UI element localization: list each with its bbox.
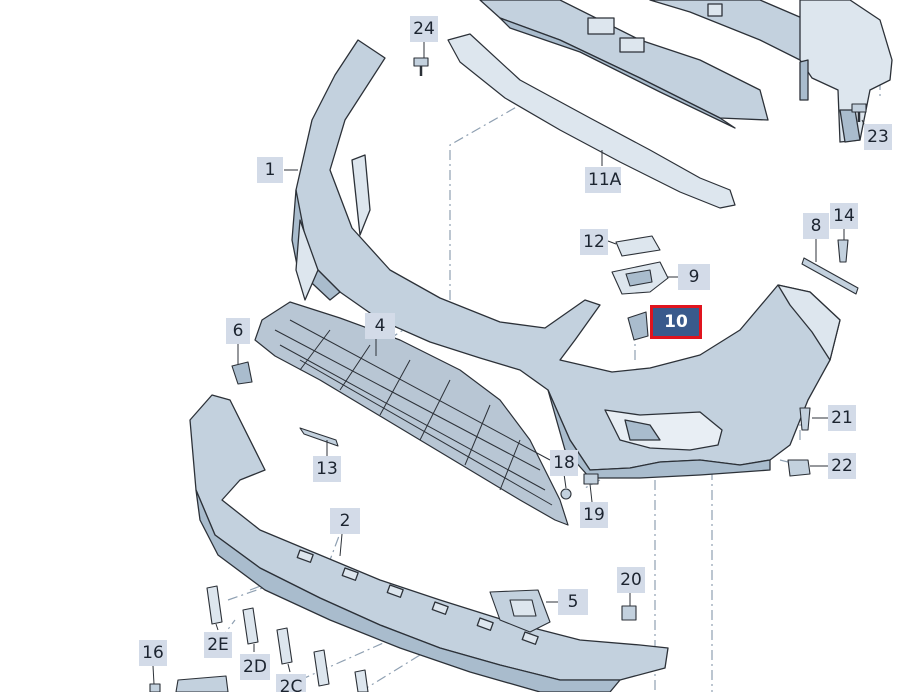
callout-9[interactable]: 9 (678, 264, 710, 290)
lower-spoiler-2 (189, 394, 669, 692)
callout-21[interactable]: 21 (828, 405, 856, 431)
callout-18[interactable]: 18 (550, 450, 578, 476)
callout-19[interactable]: 19 (580, 502, 608, 528)
callout-13[interactable]: 13 (313, 456, 341, 482)
callout-1[interactable]: 1 (257, 157, 283, 183)
callout-5[interactable]: 5 (558, 589, 588, 615)
callout-16[interactable]: 16 (139, 640, 167, 666)
callout-24[interactable]: 24 (410, 16, 438, 42)
bumper-cover-1 (291, 39, 841, 479)
upper-guide-strip-11a (447, 33, 736, 209)
callout-12[interactable]: 12 (580, 229, 608, 255)
callout-14[interactable]: 14 (830, 203, 858, 229)
reinforcement-cross-member (479, 0, 893, 143)
callout-20[interactable]: 20 (617, 567, 645, 593)
callout-4[interactable]: 4 (365, 313, 395, 339)
small-parts (149, 57, 867, 692)
callout-10-selected[interactable]: 10 (650, 305, 702, 339)
callout-2d[interactable]: 2D (240, 654, 270, 680)
callout-2c[interactable]: 2C (276, 674, 306, 692)
callout-23[interactable]: 23 (864, 124, 892, 150)
callout-2e[interactable]: 2E (204, 632, 232, 658)
callout-2[interactable]: 2 (330, 508, 360, 534)
callout-22[interactable]: 22 (828, 453, 856, 479)
callout-8[interactable]: 8 (803, 213, 829, 239)
callout-6[interactable]: 6 (226, 318, 250, 344)
callout-11a[interactable]: 11A (585, 167, 621, 193)
